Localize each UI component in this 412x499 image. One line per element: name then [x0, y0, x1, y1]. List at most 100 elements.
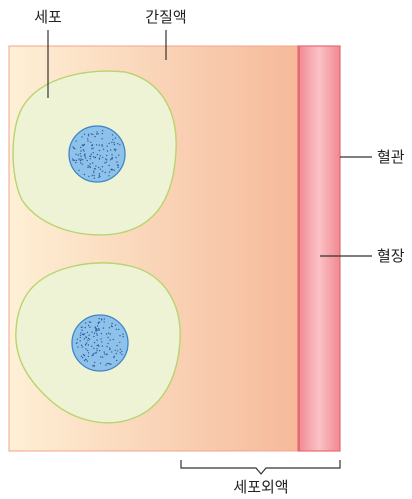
nucleus-speckle	[80, 153, 81, 154]
nucleus-speckle	[84, 174, 85, 175]
nucleus-speckle	[72, 158, 73, 159]
nucleus-speckle	[111, 158, 112, 159]
nucleus-speckle	[116, 161, 117, 162]
nucleus-speckle	[87, 350, 88, 351]
nucleus-speckle	[98, 344, 99, 345]
nucleus-speckle	[112, 139, 113, 140]
nucleus-speckle	[88, 134, 89, 135]
nucleus-speckle	[100, 155, 101, 156]
nucleus-speckle	[81, 326, 82, 327]
nucleus-speckle	[100, 169, 101, 170]
nucleus-speckle	[101, 341, 102, 342]
nucleus-speckle	[94, 362, 95, 363]
nucleus-speckle	[102, 166, 103, 167]
nucleus-speckle	[84, 338, 85, 339]
nucleus-speckle	[84, 355, 85, 356]
nucleus-speckle	[104, 321, 105, 322]
nucleus-speckle	[92, 144, 93, 145]
nucleus-speckle	[85, 344, 86, 345]
nucleus-speckle	[111, 351, 112, 352]
nucleus-speckle	[95, 326, 96, 327]
nucleus-speckle	[99, 176, 100, 177]
nucleus-speckle	[97, 335, 98, 336]
nucleus-speckle	[81, 158, 82, 159]
nucleus-speckle	[113, 339, 114, 340]
nucleus-speckle	[86, 337, 87, 338]
nucleus-speckle	[80, 147, 81, 148]
nucleus-speckle	[99, 158, 100, 159]
nucleus-speckle	[80, 160, 81, 161]
nucleus-speckle	[96, 352, 97, 353]
nucleus-speckle	[87, 340, 88, 341]
nucleus-speckle	[114, 356, 115, 357]
nucleus-speckle	[121, 351, 122, 352]
nucleus-speckle	[88, 325, 89, 326]
nucleus-speckle	[102, 138, 103, 139]
nucleus-speckle	[95, 165, 96, 166]
nucleus-speckle	[87, 332, 88, 333]
nucleus-speckle	[104, 318, 105, 319]
nucleus-speckle	[110, 333, 111, 334]
nucleus-speckle	[120, 352, 121, 353]
nucleus-speckle	[107, 150, 108, 151]
nucleus-speckle	[94, 168, 95, 169]
nucleus-speckle	[109, 363, 110, 364]
nucleus-speckle	[93, 336, 94, 337]
nucleus-speckle	[80, 150, 81, 151]
nucleus-speckle	[87, 160, 88, 161]
nucleus-speckle	[110, 364, 111, 365]
nucleus-speckle	[90, 322, 91, 323]
nucleus-speckle	[99, 322, 100, 323]
nucleus-speckle	[122, 334, 123, 335]
nucleus-speckle	[80, 337, 81, 338]
nucleus-speckle	[93, 156, 94, 157]
nucleus-speckle	[113, 142, 114, 143]
nucleus-speckle	[109, 171, 110, 172]
label-plasma: 혈장	[377, 247, 405, 265]
nucleus-speckle	[98, 167, 99, 168]
nucleus-speckle	[109, 339, 110, 340]
nucleus-speckle	[96, 329, 97, 330]
nucleus-speckle	[80, 332, 81, 333]
nucleus-speckle	[117, 143, 118, 144]
nucleus-speckle	[89, 339, 90, 340]
label-blood-vessel: 혈관	[377, 148, 405, 166]
nucleus-speckle	[91, 148, 92, 149]
nucleus-speckle	[90, 163, 91, 164]
nucleus-speckle	[109, 143, 110, 144]
nucleus-speckle	[92, 162, 93, 163]
nucleus-speckle	[115, 150, 116, 151]
nucleus-speckle	[83, 149, 84, 150]
nucleus-speckle	[93, 171, 94, 172]
nucleus-speckle	[99, 318, 100, 319]
nucleus-speckle	[75, 140, 76, 141]
nucleus-speckle	[112, 134, 113, 135]
nucleus-speckle	[108, 333, 109, 334]
nucleus-speckle	[78, 170, 79, 171]
nucleus-speckle	[107, 146, 108, 147]
nucleus-speckle	[119, 335, 120, 336]
nucleus-speckle	[75, 154, 76, 155]
nucleus-speckle	[85, 322, 86, 323]
nucleus-speckle	[109, 327, 110, 328]
nucleus-speckle	[80, 335, 81, 336]
nucleus-speckle	[84, 360, 85, 361]
nucleus-speckle	[106, 353, 107, 354]
nucleus-speckle	[78, 154, 79, 155]
nucleus-speckle	[93, 172, 94, 173]
nucleus-speckle	[93, 152, 94, 153]
nucleus-speckle	[88, 338, 89, 339]
nucleus-speckle	[91, 154, 92, 155]
nucleus-speckle	[108, 175, 109, 176]
nucleus-speckle	[82, 346, 83, 347]
nucleus-speckle	[118, 329, 119, 330]
nucleus-speckle	[91, 346, 92, 347]
nucleus-speckle	[102, 145, 103, 146]
nucleus-speckle	[114, 144, 115, 145]
nucleus-speckle	[96, 131, 97, 132]
nucleus-speckle	[104, 353, 105, 354]
nucleus-speckle	[90, 142, 91, 143]
label-extracellular-fluid: 세포외액	[233, 478, 288, 496]
nucleus-speckle	[84, 155, 85, 156]
nucleus-speckle	[115, 325, 116, 326]
